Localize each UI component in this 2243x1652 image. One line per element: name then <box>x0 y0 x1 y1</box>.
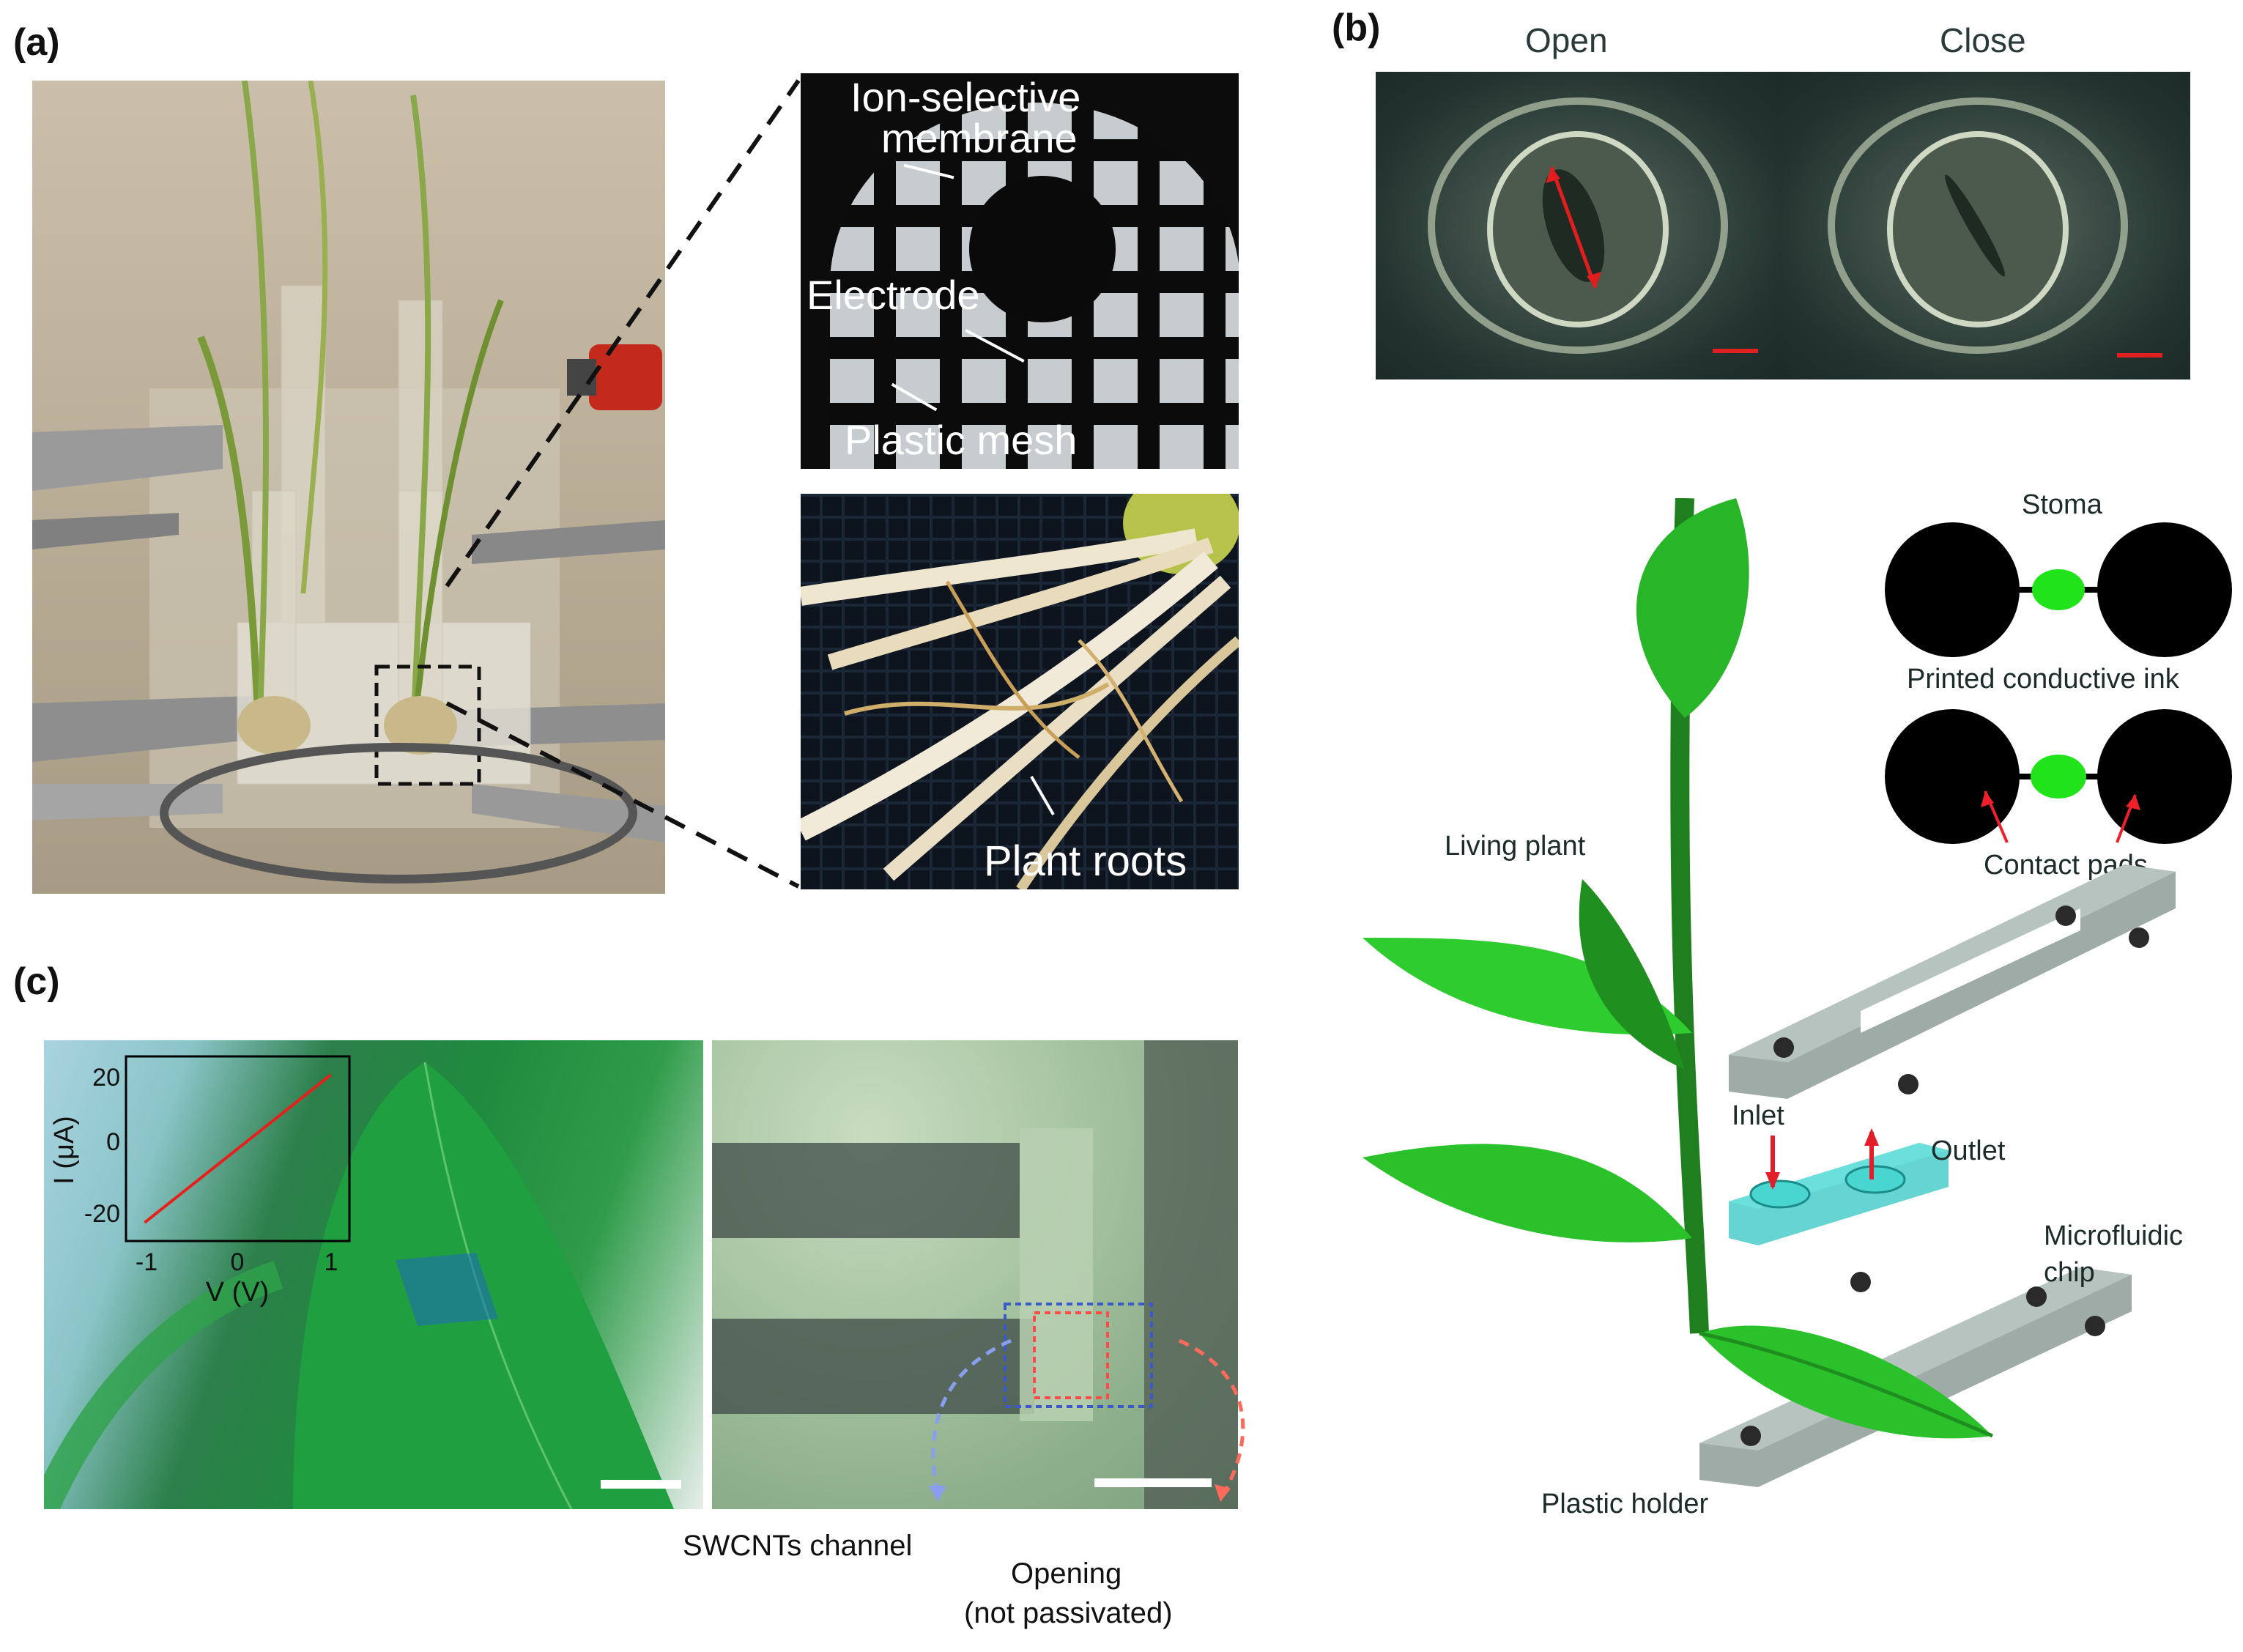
panel-c-callouts <box>929 1338 1245 1502</box>
label-membrane: membrane <box>881 115 1078 161</box>
stoma-close-image <box>1780 72 2190 379</box>
scale-bar-open <box>1713 349 1758 353</box>
scale-bar-close <box>2117 353 2162 358</box>
iv-series-group <box>144 1073 332 1224</box>
stoma-close-drawing <box>1828 97 2128 354</box>
zoom-lines <box>445 79 801 889</box>
iv-xtick-neg1: -1 <box>136 1248 157 1276</box>
iv-ytick-0: 0 <box>106 1128 120 1156</box>
panel-c-micrograph <box>712 1040 1238 1509</box>
iv-xtick-0: 0 <box>231 1248 245 1276</box>
stoma-sensor-broken <box>1885 709 2232 844</box>
panel-c-letter: (c) <box>13 960 60 1003</box>
iv-ylabel: I (μA) <box>49 1116 80 1185</box>
label-swcnts-channel: SWCNTs channel <box>683 1530 913 1562</box>
stoma-open-drawing <box>1428 97 1728 354</box>
label-opening: Opening <box>1011 1557 1122 1590</box>
label-living-plant: Living plant <box>1445 831 1586 862</box>
panel-a-letter: (a) <box>13 21 60 64</box>
label-close: Close <box>1940 21 2026 59</box>
iv-chart-frame <box>125 1055 351 1242</box>
iv-chart-svg: 20 0 -20 -1 0 1 V (V) I (μA) <box>49 1055 351 1308</box>
stoma-sensor-intact <box>1885 522 2232 657</box>
panel-a-photo-setup <box>32 81 665 894</box>
label-printed-ink: Printed conductive ink <box>1907 664 2179 694</box>
label-electrode: Electrode <box>807 272 980 318</box>
iv-ytick-neg20: -20 <box>84 1200 120 1228</box>
iv-xlabel: V (V) <box>206 1277 270 1308</box>
label-chip: chip <box>2044 1257 2095 1288</box>
micrograph-drawing <box>712 1040 1238 1509</box>
iv-inset-chart: 20 0 -20 -1 0 1 V (V) I (μA) <box>44 1040 425 1319</box>
scale-bar-leaf <box>601 1480 681 1489</box>
label-inlet: Inlet <box>1732 1100 1784 1131</box>
stoma-open-image <box>1376 72 1780 379</box>
label-stoma: Stoma <box>2022 489 2102 520</box>
panel-a-inset-roots: Plant roots <box>801 494 1239 889</box>
leaf-drawing <box>44 1062 674 1509</box>
label-plastic-holder: Plastic holder <box>1541 1489 1709 1519</box>
label-microfluidic: Microfluidic <box>2044 1221 2184 1251</box>
panel-a-inset-mesh: Ion-selective membrane Electrode Plastic… <box>801 73 1239 469</box>
label-ion-selective: Ion-selective <box>850 74 1081 120</box>
panel-c-leaf-photo: 20 0 -20 -1 0 1 V (V) I (μA) <box>44 1040 703 1509</box>
membrane-disc <box>969 176 1116 322</box>
panel-b-letter: (b) <box>1332 7 1381 49</box>
iv-ytick-20: 20 <box>92 1064 120 1092</box>
label-outlet: Outlet <box>1931 1136 2006 1166</box>
roots-illustration <box>801 494 1239 889</box>
device-illustration <box>1363 498 2176 1487</box>
label-plant-roots: Plant roots <box>984 837 1187 885</box>
iv-xtick-1: 1 <box>325 1248 338 1276</box>
label-open: Open <box>1525 21 1608 59</box>
setup-illustration <box>32 81 665 884</box>
scale-bar-micrograph <box>1094 1478 1212 1487</box>
label-plastic-mesh: Plastic mesh <box>845 417 1078 463</box>
label-not-passivated: (not passivated) <box>964 1597 1173 1629</box>
iv-series-line-0 <box>144 1073 332 1224</box>
